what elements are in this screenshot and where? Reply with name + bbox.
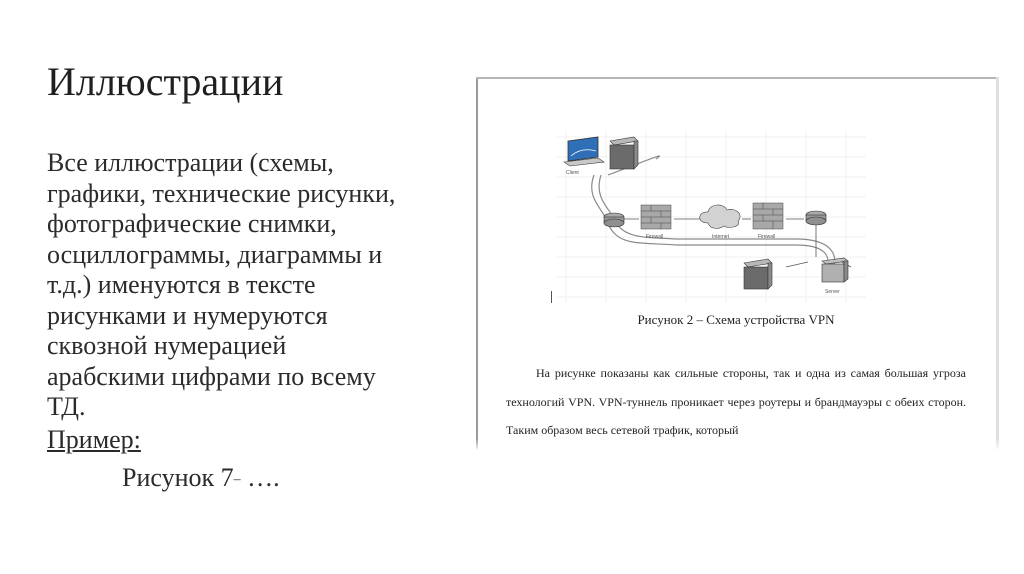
body-line: рисунками и нумеруются — [47, 300, 328, 330]
body-line: арабскими цифрами по всему — [47, 361, 376, 391]
figure-caption: Рисунок 2 – Схема устройства VPN — [637, 312, 835, 327]
body-line: т.д.) именуются в тексте — [47, 270, 316, 299]
vpn-tunnel — [591, 155, 836, 270]
diagram-label-client: Client — [566, 170, 579, 176]
example-dash: – — [233, 472, 241, 488]
diagram-label-internet: Internet — [712, 234, 730, 240]
body-line: сквозной нумерацией — [47, 331, 287, 360]
body-line: графики, технические рисунки, — [47, 178, 396, 208]
firewall-icon-right — [752, 202, 784, 230]
document-border-top — [476, 77, 996, 79]
server-icon — [821, 257, 849, 283]
body-line: фотографические снимки, — [47, 209, 337, 238]
example-ellipsis: …. — [240, 463, 280, 492]
diagram-label-server: Server — [825, 289, 840, 295]
body-line: Все иллюстрации (схемы, — [47, 148, 334, 177]
slide-body-text: Все иллюстрации (схемы, графики, техниче… — [47, 148, 457, 423]
example-label: Пример: — [47, 425, 141, 454]
example-figure-name: Рисунок 7 — [122, 463, 234, 492]
router-icon-right — [805, 210, 827, 226]
router-icon-left — [603, 212, 625, 228]
internet-cloud-icon — [699, 204, 741, 229]
laptop-icon — [563, 136, 605, 167]
body-line: осциллограммы, диаграммы и — [47, 239, 383, 269]
document-border-left — [476, 77, 478, 449]
text-cursor-mark — [551, 291, 552, 303]
vpn-diagram: Client Firewall — [556, 132, 866, 302]
diagram-label-firewall-left: Firewall — [646, 234, 663, 240]
document-cutoff-fade — [476, 439, 1004, 449]
remote-server-icon — [743, 258, 773, 290]
document-excerpt-image: Client Firewall — [476, 77, 1004, 449]
slide-title: Иллюстрации — [47, 59, 284, 104]
firewall-icon-left — [640, 204, 672, 230]
example-value: Рисунок 7– …. — [122, 462, 280, 496]
diagram-label-firewall-right: Firewall — [758, 234, 775, 240]
document-border-right — [996, 77, 999, 449]
document-paragraph: На рисунке показаны как сильные стороны,… — [506, 366, 966, 437]
body-line: ТД. — [47, 392, 86, 421]
client-server-icon — [609, 136, 639, 170]
